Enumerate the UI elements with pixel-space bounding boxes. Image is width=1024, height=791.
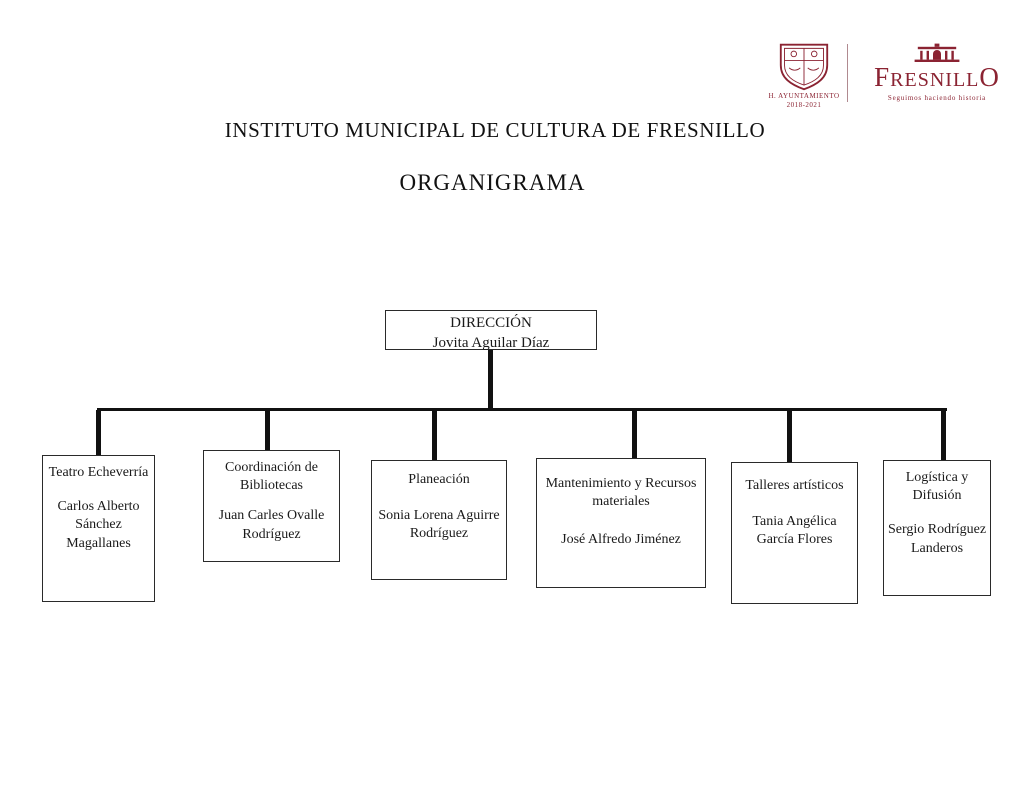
org-node-name: Sonia Lorena Aguirre Rodríguez: [378, 508, 500, 542]
org-node-logistica-difusion: Logística y Difusión Sergio Rodríguez La…: [883, 460, 991, 596]
org-node-teatro-echeverria: Teatro Echeverría Carlos Alberto Sánchez…: [42, 455, 155, 602]
brand-tagline: Seguimos haciendo historia: [887, 94, 987, 102]
org-node-title: Planeación: [408, 472, 470, 487]
brand-divider: [847, 44, 848, 102]
org-node-name: Sergio Rodríguez Landeros: [887, 522, 987, 556]
fresnillo-wordmark: FRESNILLO: [859, 64, 1015, 91]
org-node-title: Talleres artísticos: [745, 478, 844, 493]
crest-caption-text: H. AYUNTAMIENTO: [768, 92, 840, 100]
connector-drop-1: [96, 410, 101, 455]
org-node-title: Teatro Echeverría: [48, 465, 149, 480]
org-node-coordinacion-bibliotecas: Coordinación de Bibliotecas Juan Carles …: [203, 450, 340, 562]
connector-drop-5: [787, 410, 792, 462]
org-node-name: Jovita Aguilar Díaz: [432, 334, 550, 351]
wordmark-o: O: [979, 62, 1000, 92]
connector-drop-3: [432, 410, 437, 460]
org-node-name: José Alfredo Jiménez: [561, 532, 681, 548]
page-title: INSTITUTO MUNICIPAL DE CULTURA DE FRESNI…: [224, 118, 766, 142]
connector-horizontal: [97, 408, 947, 411]
org-node-name: Tania Angélica García Flores: [752, 514, 837, 548]
org-node-name: Carlos Alberto Sánchez Magallanes: [57, 499, 140, 551]
org-node-talleres-artisticos: Talleres artísticos Tania Angélica Garcí…: [731, 462, 858, 604]
wordmark-f: F: [874, 62, 891, 92]
org-node-name: Juan Carles Ovalle Rodríguez: [218, 508, 325, 542]
org-node-title: Mantenimiento y Recursos materiales: [545, 476, 697, 510]
org-node-mantenimiento-recursos: Mantenimiento y Recursos materiales José…: [536, 458, 706, 588]
org-node-planeacion: Planeación Sonia Lorena Aguirre Rodrígue…: [371, 460, 507, 580]
municipal-crest-icon: [779, 43, 829, 91]
brand-area: H. AYUNTAMIENTO 2018-2021 FRESNILLO Segu…: [755, 36, 1015, 116]
org-node-title: Logística y Difusión: [905, 470, 969, 504]
connector-drop-6: [941, 410, 946, 460]
wordmark-mid: RESNILL: [890, 69, 980, 91]
connector-stem: [488, 350, 493, 410]
crest-years: 2018-2021: [786, 100, 822, 109]
org-node-title: DIRECCIÓN: [450, 315, 532, 331]
crest-caption: H. AYUNTAMIENTO 2018-2021: [757, 92, 851, 110]
org-node-direccion: DIRECCIÓN Jovita Aguilar Díaz: [385, 310, 597, 351]
connector-drop-2: [265, 410, 270, 450]
org-node-title: Coordinación de Bibliotecas: [225, 460, 318, 494]
page-subtitle: ORGANIGRAMA: [399, 170, 586, 195]
building-icon: [914, 43, 960, 62]
connector-drop-4: [632, 410, 637, 458]
